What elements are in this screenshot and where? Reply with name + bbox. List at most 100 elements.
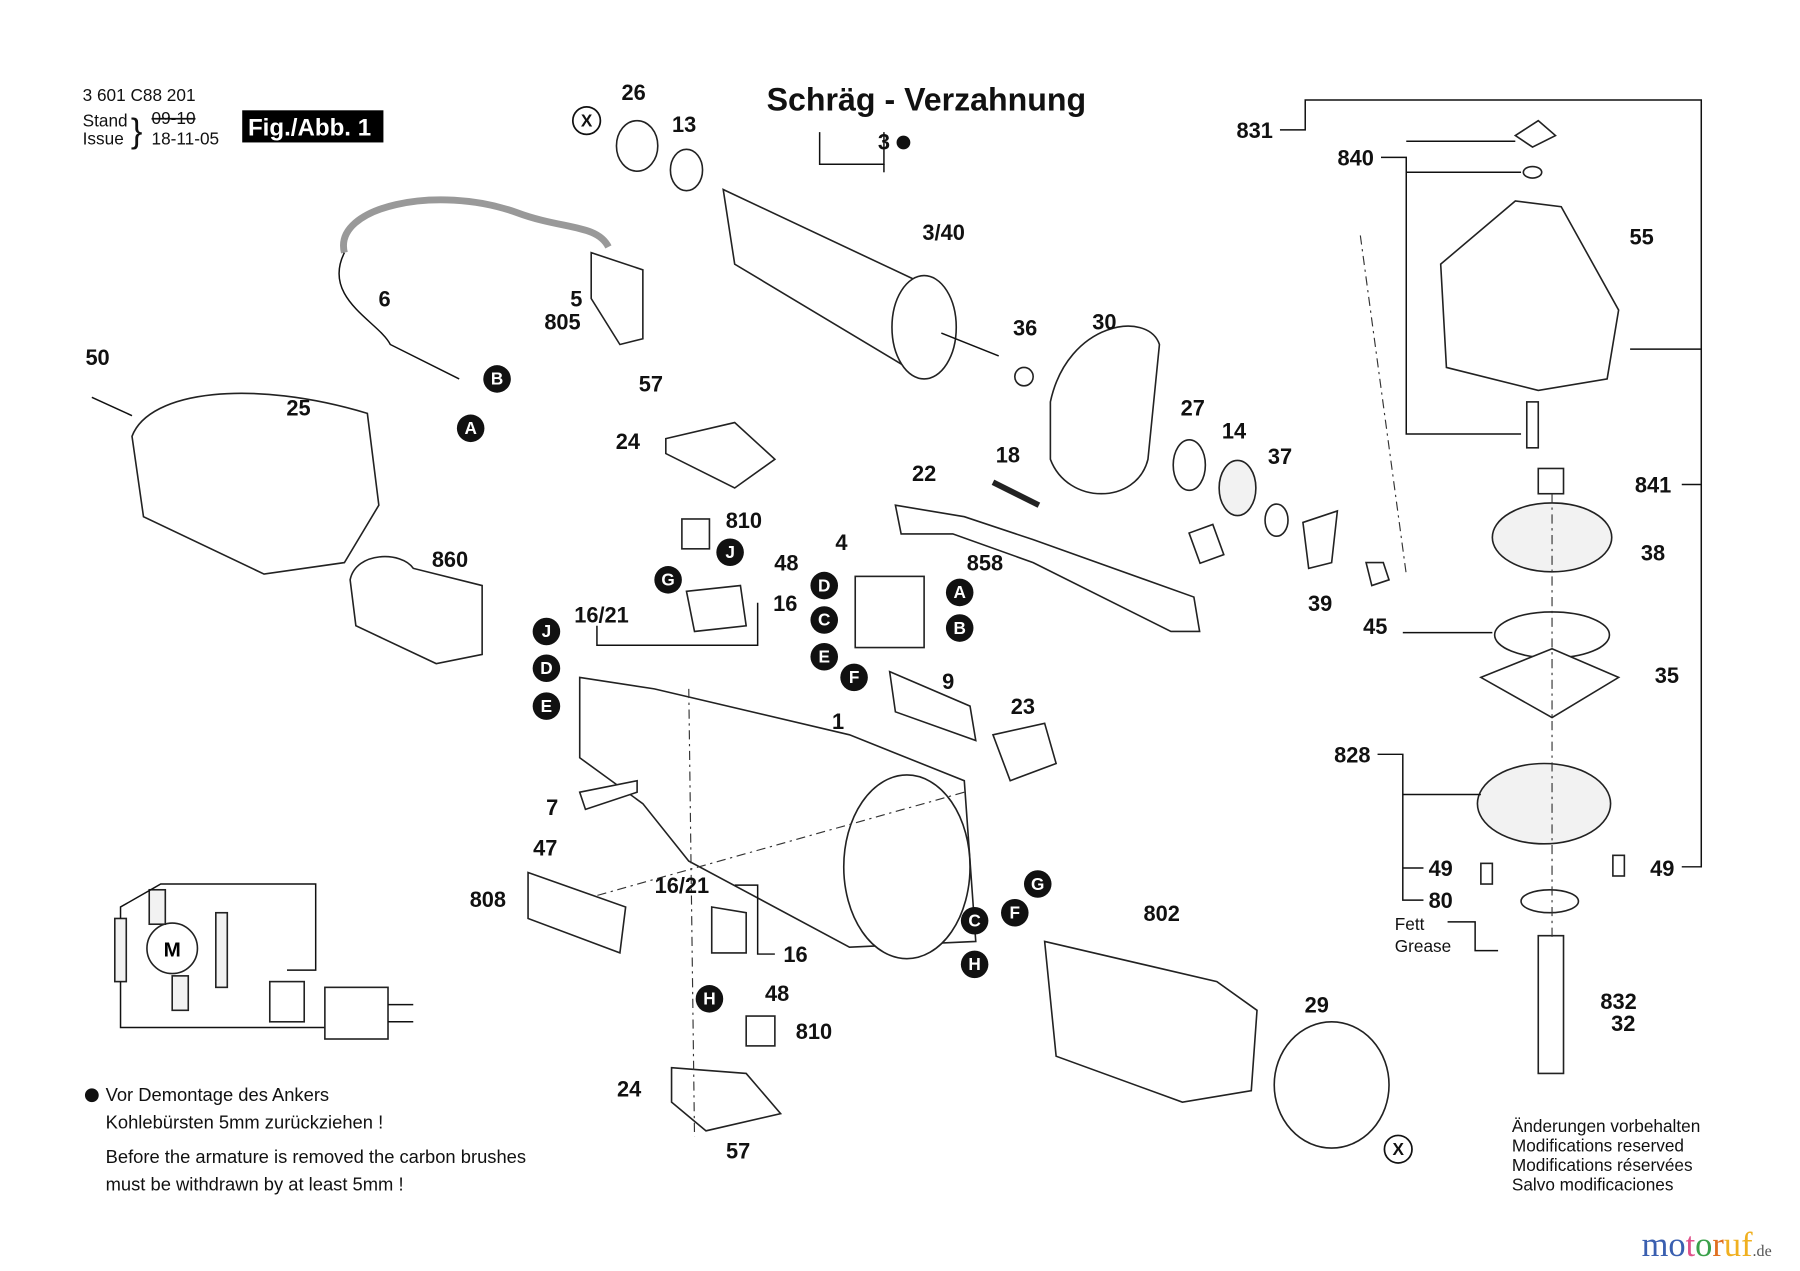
connector-marker — [1023, 870, 1052, 898]
part-label: 1 — [832, 709, 844, 734]
connector-marker — [532, 692, 561, 720]
part-label: 3/40 — [922, 220, 964, 245]
part-label: 3 — [878, 129, 890, 154]
connector-label: J — [725, 542, 735, 562]
part-label: 16/21 — [655, 873, 710, 898]
connector-label: B — [953, 618, 965, 638]
part-label: 22 — [912, 461, 936, 486]
connector-marker — [945, 578, 974, 607]
part-label: 810 — [726, 508, 762, 533]
stand-value: 09-10 — [152, 108, 196, 128]
connector-label: H — [968, 954, 980, 974]
part-drawings — [91, 119, 1626, 1149]
connector-marker — [1001, 898, 1029, 927]
connector-label: A — [953, 582, 965, 602]
connector-label: F — [849, 667, 860, 687]
part-label: 6 — [379, 287, 391, 312]
part-label: 860 — [432, 547, 468, 572]
note-en-1: Before the armature is removed the carbo… — [106, 1146, 526, 1167]
part-label: 832 — [1600, 989, 1636, 1014]
part-label: 48 — [765, 981, 789, 1006]
part-label: 16/21 — [574, 602, 629, 627]
connector-marker — [960, 950, 989, 979]
part-label: 805 — [544, 310, 580, 335]
part-label: 810 — [796, 1019, 832, 1044]
connector-marker — [571, 106, 602, 136]
connector-label: A — [464, 418, 476, 438]
part-label: 47 — [533, 835, 557, 860]
connector-marker — [483, 365, 511, 393]
watermark-logo: motoruf.de — [1642, 1226, 1772, 1264]
part-label: 808 — [470, 887, 506, 912]
connector-label: E — [818, 646, 829, 666]
part-label: 50 — [85, 345, 109, 370]
note-de-1: Vor Demontage des Ankers — [106, 1084, 330, 1105]
disclaimer-line: Änderungen vorbehalten — [1512, 1116, 1700, 1136]
part-label: 24 — [617, 1076, 641, 1101]
part-label: 13 — [672, 112, 696, 137]
connector-label: X — [581, 110, 593, 130]
part-label: 5 — [570, 287, 582, 312]
connector-label: D — [540, 658, 552, 678]
motor-symbol: M — [164, 938, 181, 961]
part-label: 802 — [1144, 901, 1180, 926]
diagram-title: Schräg - Verzahnung — [767, 81, 1087, 117]
connector-label: G — [1031, 874, 1044, 894]
part-label: 35 — [1655, 663, 1679, 688]
part-label: 45 — [1363, 614, 1387, 639]
part-label: 14 — [1222, 419, 1246, 444]
part-label: 9 — [942, 669, 954, 694]
part-label: 7 — [546, 795, 558, 820]
wiring-schematic: M — [113, 883, 414, 1040]
part-label: 840 — [1338, 145, 1374, 170]
connector-label: J — [542, 621, 552, 641]
part-label: 30 — [1092, 310, 1116, 335]
connector-marker — [960, 906, 989, 935]
grease-label-de: Fett — [1395, 914, 1425, 934]
connector-label: X — [1392, 1139, 1404, 1159]
part-label: 48 — [774, 551, 798, 576]
figure-badge-bg — [242, 110, 384, 143]
connector-label: D — [818, 575, 830, 595]
part-label: 57 — [726, 1138, 750, 1163]
connector-label: C — [968, 911, 980, 931]
connector-marker — [1383, 1134, 1413, 1164]
connector-marker — [716, 538, 744, 567]
part-label: 25 — [286, 396, 310, 421]
part-label: 16 — [773, 591, 797, 616]
disclaimer-line: Modifications réservées — [1512, 1155, 1693, 1175]
part-label: 36 — [1013, 315, 1037, 340]
note-bullet — [84, 1088, 99, 1103]
part-label: 38 — [1641, 540, 1665, 565]
issue-label: Issue — [83, 129, 124, 149]
part-label: 27 — [1181, 396, 1205, 421]
part-label: 841 — [1635, 473, 1671, 498]
connector-marker — [695, 985, 724, 1013]
part-label: 18 — [996, 443, 1020, 468]
part-label: 828 — [1334, 742, 1370, 767]
connector-marker — [810, 606, 839, 634]
connector-label: F — [1010, 902, 1021, 922]
stand-label: Stand — [83, 110, 128, 130]
part-label: 23 — [1011, 694, 1035, 719]
part-label: 57 — [639, 372, 663, 397]
connector-label: C — [818, 610, 830, 630]
connector-marker — [532, 654, 561, 682]
part-label: 55 — [1629, 225, 1653, 250]
part-label: 24 — [616, 429, 640, 454]
connector-marker — [810, 642, 839, 671]
connector-marker — [945, 614, 974, 642]
connector-label: H — [703, 989, 715, 1009]
connector-label: G — [661, 570, 674, 590]
part-label: 26 — [622, 80, 646, 105]
part-label: 4 — [835, 530, 847, 555]
brace: } — [131, 112, 143, 150]
bracket-lines — [596, 99, 1703, 1137]
dot-marker — [896, 135, 911, 150]
part-label: 29 — [1305, 993, 1329, 1018]
part-label: 858 — [967, 551, 1003, 576]
connector-label: B — [491, 369, 503, 389]
disclaimer-line: Modifications reserved — [1512, 1136, 1684, 1156]
